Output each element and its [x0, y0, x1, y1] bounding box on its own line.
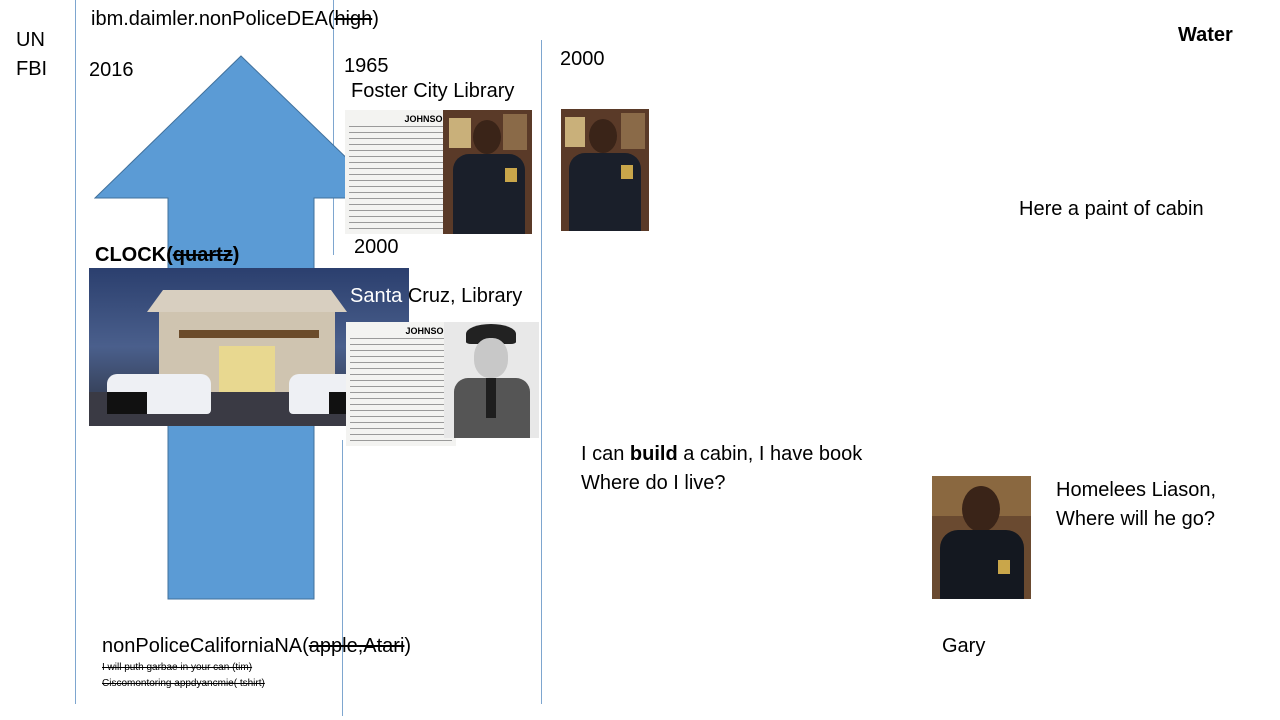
paint-of-cabin-note: Here a paint of cabin: [1019, 198, 1204, 220]
year-2000-mid: 2000: [354, 236, 399, 258]
divider-line-left: [75, 0, 76, 704]
santa-cruz-library-label: Santa Cruz, Library: [350, 285, 523, 307]
newspaper-clipping-1: JOHNSON: [345, 110, 455, 234]
divider-line-right: [541, 40, 542, 704]
officer-photo-2: [561, 109, 649, 231]
water-label: Water: [1178, 24, 1233, 46]
homeless-liason-line-1: Homelees Liason,: [1056, 479, 1217, 501]
officer-photo-gary: [932, 476, 1031, 599]
clock-label: CLOCK(quartz): [95, 244, 240, 266]
tag-un: UN: [16, 29, 45, 51]
newspaper-clipping-2: JOHNSON: [346, 322, 456, 446]
tag-fbi: FBI: [16, 58, 48, 80]
foster-city-library-label: Foster City Library: [351, 80, 515, 102]
homeless-liason-line-2: Where will he go?: [1056, 508, 1215, 530]
cabin-line-1: I can build a cabin, I have book: [581, 443, 863, 465]
cisco-note: Ciscomontoring appdyancmie( tshirt): [102, 678, 265, 689]
year-2016: 2016: [89, 59, 134, 81]
officer-photo-1: [443, 110, 532, 234]
garbage-note: I will puth garbae in your can (tim): [102, 662, 253, 673]
year-1965: 1965: [344, 55, 389, 77]
california-label: nonPoliceCaliforniaNA(apple,Atari): [102, 635, 412, 657]
gary-label: Gary: [942, 635, 986, 657]
cabin-line-2: Where do I live?: [581, 472, 726, 494]
year-2000-right: 2000: [560, 48, 605, 70]
divider-line-mid-top: [333, 0, 334, 255]
divider-line-mid-bottom: [342, 440, 343, 716]
header-domain-text: ibm.daimler.nonPoliceDEA(high): [91, 8, 379, 30]
vintage-man-photo: [444, 322, 539, 438]
